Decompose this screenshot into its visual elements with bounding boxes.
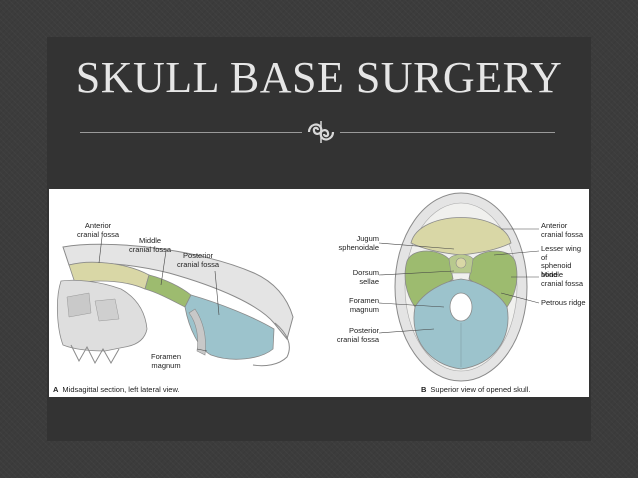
slide-title: SKULL BASE SURGERY [75,53,563,102]
label-middle-cranial-fossa-b: Middle cranial fossa [541,270,584,288]
figure-b-leader-lines [378,228,540,334]
title-divider-left [80,132,302,133]
label-posterior-cranial-fossa-b: Posterior cranial fossa [336,326,379,344]
label-dorsum-sellae: Dorsum sellae [352,268,379,286]
label-lesser-wing-sphenoid: Lesser wing of sphenoid bone [541,244,582,279]
skull-superior-view-illustration [394,192,528,382]
label-middle-cranial-fossa-a: Middle cranial fossa [129,236,172,254]
skull-midsagittal-illustration [56,236,294,367]
title-divider-right [340,132,555,133]
anatomy-figure: Anterior cranial fossa Middle cranial fo… [49,189,589,397]
label-anterior-cranial-fossa-b: Anterior cranial fossa [541,221,584,239]
label-petrous-ridge: Petrous ridge [541,298,586,307]
label-posterior-cranial-fossa-a: Posterior cranial fossa [177,251,220,269]
decorative-swirl-icon [307,121,335,143]
caption-a-text: Midsagittal section, left lateral view. [62,385,180,394]
caption-b-text: Superior view of opened skull. [430,385,531,394]
label-anterior-cranial-fossa-a: Anterior cranial fossa [77,221,120,239]
label-foramen-magnum-a: Foramen magnum [151,352,182,370]
label-jugum-sphenoidale: Jugum sphenoidale [338,234,379,252]
caption-b-letter: B [421,385,427,394]
caption-a-letter: A [53,385,59,394]
label-foramen-magnum-b: Foramen magnum [348,296,379,314]
